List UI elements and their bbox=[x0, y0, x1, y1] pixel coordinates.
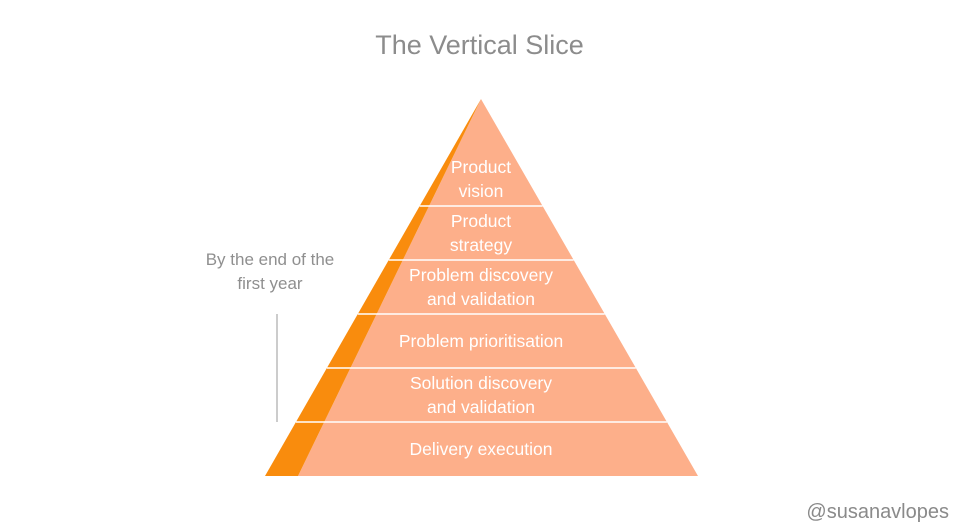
level-label-line: and validation bbox=[427, 397, 535, 417]
page-title: The Vertical Slice bbox=[375, 30, 584, 60]
pyramid-level-label: Product strategy bbox=[450, 211, 512, 255]
level-label-line: Product bbox=[451, 211, 511, 231]
pyramid-level-label: Problem discovery and validation bbox=[409, 265, 553, 309]
side-note-line: first year bbox=[237, 274, 303, 293]
level-label-line: vision bbox=[459, 181, 504, 201]
vertical-slice bbox=[265, 99, 481, 476]
level-label-line: Delivery execution bbox=[410, 439, 553, 459]
level-label-line: strategy bbox=[450, 235, 512, 255]
pyramid-level-label: Problem prioritisation bbox=[399, 331, 563, 351]
side-note-line: By the end of the bbox=[205, 250, 335, 269]
level-label-line: Problem prioritisation bbox=[399, 331, 563, 351]
pyramid-level-label: Solution discovery and validation bbox=[410, 373, 552, 417]
pyramid-level-label: Delivery execution bbox=[410, 439, 553, 459]
pyramid-body bbox=[298, 99, 698, 476]
level-label-line: Product bbox=[451, 157, 511, 177]
level-label-line: and validation bbox=[427, 289, 535, 309]
level-label-line: Problem discovery bbox=[409, 265, 553, 285]
author-handle: @susanavlopes bbox=[806, 501, 949, 523]
side-note: By the end of the first year bbox=[185, 248, 355, 296]
level-label-line: Solution discovery bbox=[410, 373, 552, 393]
pyramid-level-label: Product vision bbox=[451, 157, 511, 201]
